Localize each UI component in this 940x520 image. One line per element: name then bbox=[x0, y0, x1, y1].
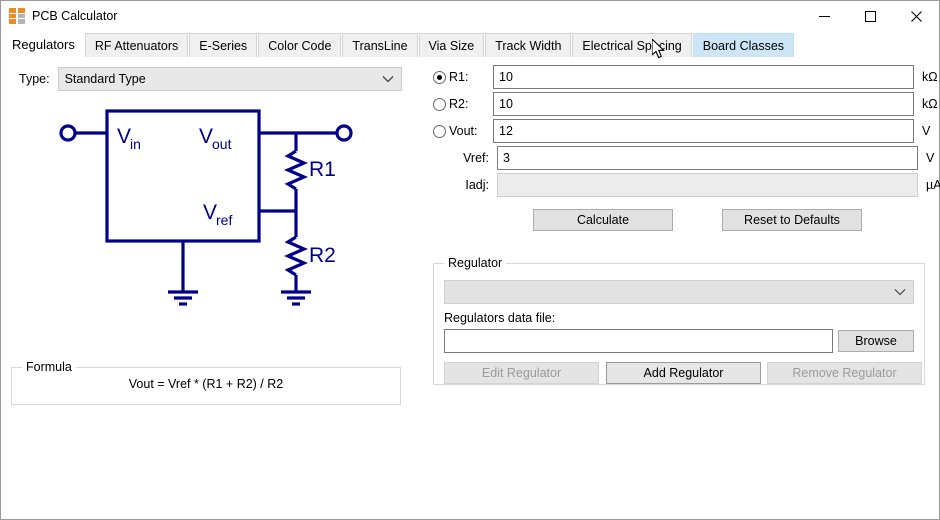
radio-r1[interactable] bbox=[433, 70, 446, 84]
tab-transline[interactable]: TransLine bbox=[342, 33, 418, 57]
window-controls bbox=[801, 1, 939, 31]
right-panel: R1: 10 kΩ R2: 10 kΩ Vout: 12 V Vref: bbox=[421, 57, 940, 519]
window-title: PCB Calculator bbox=[32, 9, 118, 23]
type-row: Type: Standard Type bbox=[19, 67, 402, 91]
tab-via-size[interactable]: Via Size bbox=[418, 33, 485, 57]
input-iadj bbox=[497, 173, 918, 197]
regulators-data-file-label: Regulators data file: bbox=[444, 311, 556, 325]
radio-placeholder-iadj bbox=[433, 179, 446, 192]
unit-iadj: µA bbox=[926, 178, 940, 192]
tab-regulators[interactable]: Regulators bbox=[2, 31, 85, 57]
tab-electrical-spacing[interactable]: Electrical Spacing bbox=[572, 33, 692, 57]
field-row-iadj: Iadj: µA bbox=[433, 173, 940, 197]
input-vref[interactable]: 3 bbox=[497, 146, 918, 170]
radio-vout[interactable] bbox=[433, 124, 446, 138]
tab-label: Board Classes bbox=[702, 39, 785, 53]
browse-button[interactable]: Browse bbox=[838, 330, 914, 352]
title-bar: PCB Calculator bbox=[1, 1, 939, 31]
label-iadj: Iadj: bbox=[465, 178, 489, 192]
calculator-icon bbox=[9, 8, 25, 24]
field-row-r1: R1: 10 kΩ bbox=[433, 65, 940, 89]
tab-content-regulators: Type: Standard Type bbox=[1, 57, 940, 519]
chevron-down-icon bbox=[381, 72, 395, 86]
regulator-schematic: V in V out V ref R1 R2 bbox=[41, 99, 381, 329]
radio-r2[interactable] bbox=[433, 97, 446, 111]
tab-label: Track Width bbox=[495, 39, 562, 53]
type-label: Type: bbox=[19, 72, 50, 86]
tab-label: Via Size bbox=[428, 39, 475, 53]
tab-label: TransLine bbox=[352, 39, 408, 53]
input-r2[interactable]: 10 bbox=[493, 92, 914, 116]
field-row-r2: R2: 10 kΩ bbox=[433, 92, 940, 116]
input-vout[interactable]: 12 bbox=[493, 119, 914, 143]
label-r2: R2: bbox=[449, 97, 469, 111]
formula-group-title: Formula bbox=[22, 360, 76, 374]
field-row-vout: Vout: 12 V bbox=[433, 119, 940, 143]
remove-regulator-button: Remove Regulator bbox=[767, 362, 922, 384]
regulator-group: Regulator Regulators data file: Browse E… bbox=[433, 256, 925, 385]
tab-e-series[interactable]: E-Series bbox=[189, 33, 258, 57]
tab-label: Regulators bbox=[12, 37, 75, 52]
tab-label: RF Attenuators bbox=[94, 39, 179, 53]
regulator-select[interactable] bbox=[444, 280, 914, 304]
minimize-button[interactable] bbox=[801, 1, 847, 31]
edit-regulator-button: Edit Regulator bbox=[444, 362, 599, 384]
label-vout: Vout: bbox=[449, 124, 478, 138]
unit-vref: V bbox=[926, 151, 935, 165]
unit-vout: V bbox=[922, 124, 931, 138]
schematic-vout-sub: out bbox=[212, 136, 232, 152]
tab-rf-attenuators[interactable]: RF Attenuators bbox=[84, 33, 189, 57]
calculate-button[interactable]: Calculate bbox=[533, 209, 673, 231]
chevron-down-icon bbox=[893, 285, 907, 299]
regulator-group-title: Regulator bbox=[444, 256, 507, 270]
tab-label: Color Code bbox=[268, 39, 332, 53]
schematic-vin-sub: in bbox=[130, 136, 141, 152]
input-r1[interactable]: 10 bbox=[493, 65, 914, 89]
add-regulator-button[interactable]: Add Regulator bbox=[606, 362, 761, 384]
label-vref: Vref: bbox=[463, 151, 489, 165]
schematic-vref-label: V bbox=[203, 201, 217, 224]
tab-strip: Regulators RF Attenuators E-Series Color… bbox=[1, 31, 939, 57]
unit-r1: kΩ bbox=[922, 70, 938, 84]
tab-track-width[interactable]: Track Width bbox=[485, 33, 572, 57]
left-panel: Type: Standard Type bbox=[1, 57, 421, 519]
formula-text: Vout = Vref * (R1 + R2) / R2 bbox=[128, 377, 284, 391]
label-r1: R1: bbox=[449, 70, 469, 84]
radio-placeholder-vref bbox=[433, 152, 446, 165]
tab-label: E-Series bbox=[199, 39, 248, 53]
schematic-r2-label: R2 bbox=[309, 244, 336, 267]
schematic-vref-sub: ref bbox=[216, 212, 232, 228]
tab-board-classes[interactable]: Board Classes bbox=[692, 33, 795, 57]
field-row-vref: Vref: 3 V bbox=[433, 146, 940, 170]
tab-label: Electrical Spacing bbox=[582, 39, 682, 53]
close-button[interactable] bbox=[893, 1, 939, 31]
unit-r2: kΩ bbox=[922, 97, 938, 111]
type-select-value: Standard Type bbox=[64, 72, 146, 86]
schematic-r1-label: R1 bbox=[309, 158, 336, 181]
regulators-data-file-input[interactable] bbox=[444, 329, 833, 353]
schematic-vout-label: V bbox=[199, 125, 213, 148]
formula-group: Formula Vout = Vref * (R1 + R2) / R2 bbox=[11, 360, 401, 405]
schematic-vin-label: V bbox=[117, 125, 131, 148]
type-select[interactable]: Standard Type bbox=[57, 67, 402, 91]
reset-to-defaults-button[interactable]: Reset to Defaults bbox=[722, 209, 862, 231]
maximize-button[interactable] bbox=[847, 1, 893, 31]
tab-color-code[interactable]: Color Code bbox=[258, 33, 342, 57]
